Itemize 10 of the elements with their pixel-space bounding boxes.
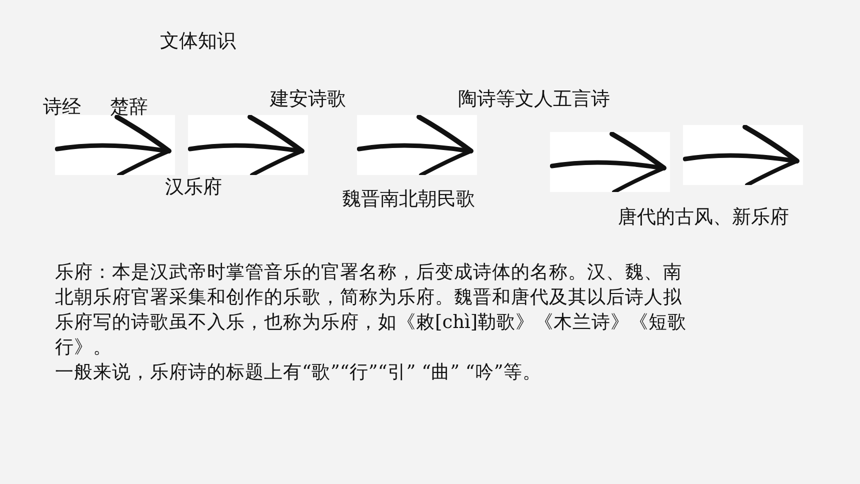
paragraph: 一般来说，乐府诗的标题上有“歌”“行”“引” “曲” “吟”等。	[55, 361, 542, 385]
period-label: 魏晋南北朝民歌	[342, 188, 475, 211]
paragraph: 乐府：本是汉武帝时掌管音乐的官署名称，后变成诗体的名称。汉、魏、南北朝乐府官署采集和创作的乐歌，简称为乐府。魏晋和唐代及其以后诗人拟乐府写的诗歌虽不入乐，也称为乐府，如《敕[chì]勒歌》《木兰诗》《短歌行》。	[55, 261, 688, 360]
period-label: 陶诗等文人五言诗	[458, 88, 610, 111]
period-label: 唐代的古风、新乐府	[618, 206, 789, 229]
title: 文体知识	[160, 30, 236, 53]
period-label: 楚辞	[110, 96, 148, 119]
period-label: 建安诗歌	[270, 88, 346, 111]
period-label: 诗经	[43, 96, 81, 119]
period-label: 汉乐府	[165, 176, 222, 199]
